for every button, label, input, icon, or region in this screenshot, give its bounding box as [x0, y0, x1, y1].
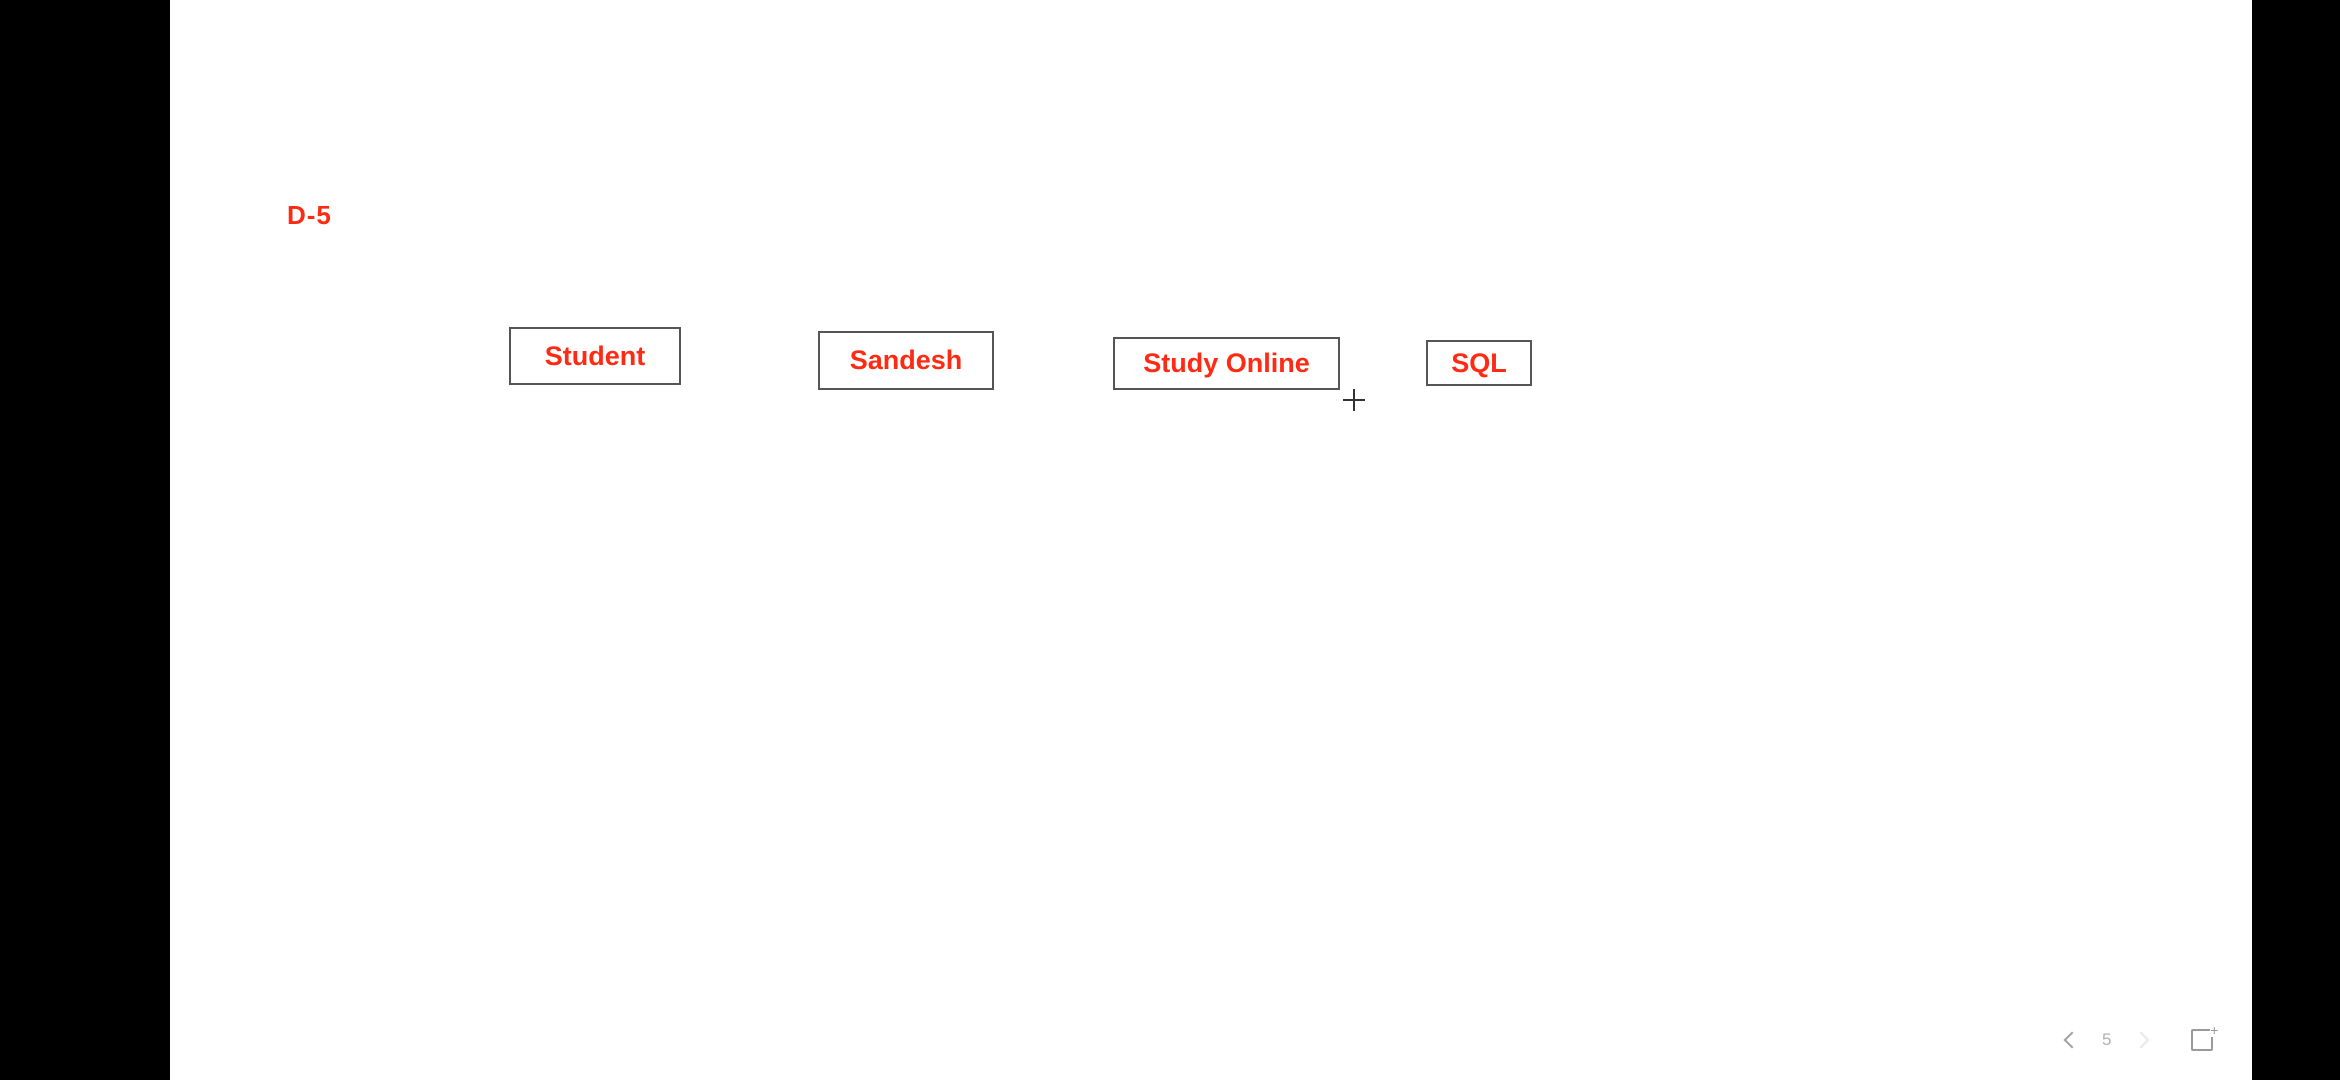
- text-box-sql[interactable]: SQL: [1426, 340, 1532, 386]
- text-box-study-online[interactable]: Study Online: [1113, 337, 1340, 390]
- slide-title: D-5: [287, 200, 332, 230]
- crosshair-cursor-icon: [1343, 389, 1365, 411]
- right-letterbox: [2252, 0, 2340, 1080]
- chevron-right-icon[interactable]: [2132, 1031, 2150, 1049]
- slide-pager: 5 +: [2060, 1023, 2219, 1055]
- left-letterbox: [0, 0, 170, 1080]
- chevron-left-icon[interactable]: [2063, 1031, 2081, 1049]
- page-number: 5: [2102, 1030, 2112, 1049]
- text-box-sandesh[interactable]: Sandesh: [818, 331, 994, 390]
- slide-canvas[interactable]: D-5 Student Sandesh Study Online SQL 5 +: [170, 0, 2252, 1080]
- new-slide-icon[interactable]: +: [2191, 1023, 2219, 1051]
- text-box-student[interactable]: Student: [509, 327, 681, 385]
